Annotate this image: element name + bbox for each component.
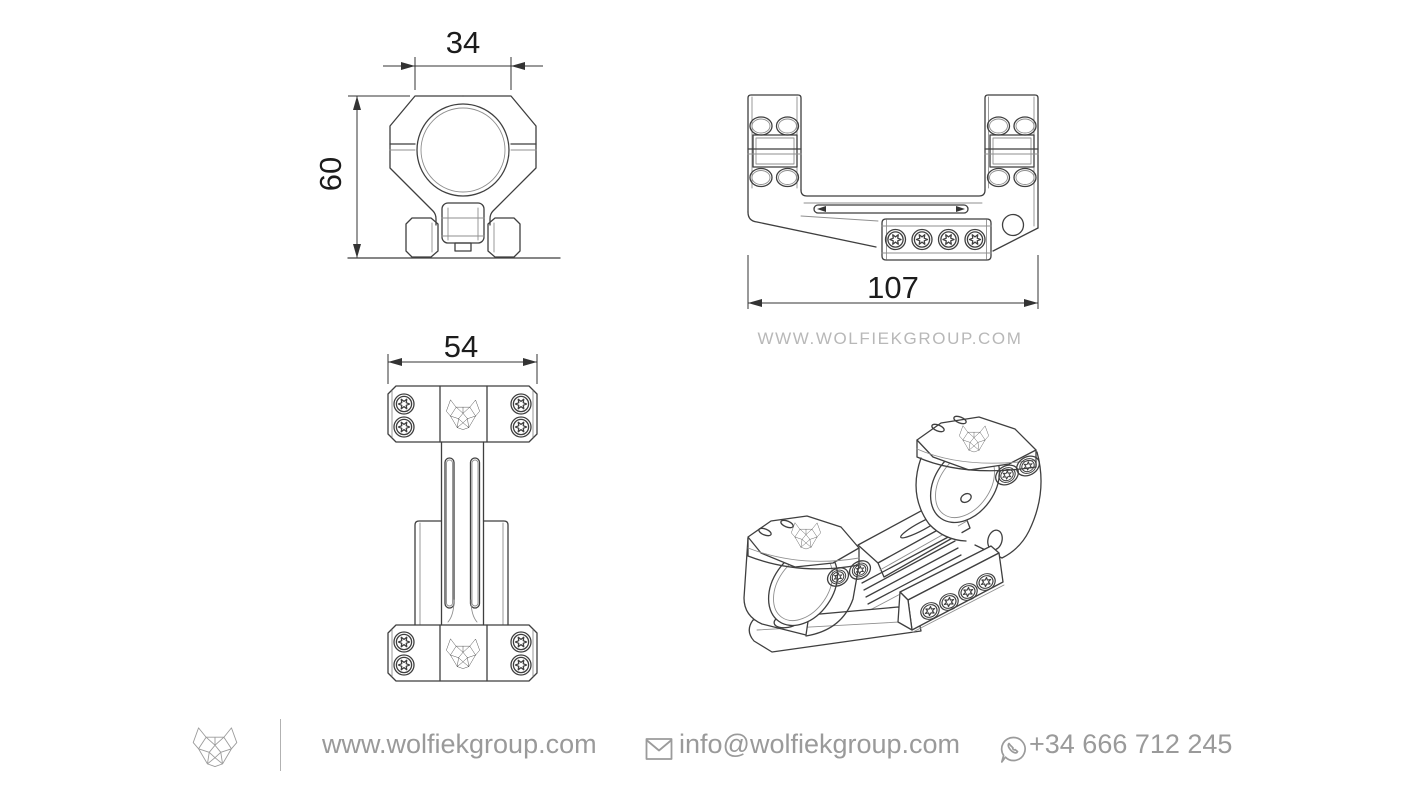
side-base	[747, 189, 1039, 252]
isometric-view	[743, 415, 1042, 653]
footer-divider	[280, 719, 281, 771]
torx-screw-icon	[510, 393, 532, 415]
dimension-top-width: 54	[387, 329, 538, 384]
top-shaft	[440, 441, 485, 626]
dim-value-107: 107	[867, 270, 919, 305]
dimension-side-length: 107	[747, 255, 1039, 309]
torx-screw-icon	[510, 416, 532, 438]
wolf-logo-icon	[446, 399, 480, 430]
torx-screw-icon	[393, 654, 415, 676]
footer-phone: +34 666 712 245	[1029, 729, 1233, 759]
wolf-logo-icon	[192, 727, 238, 767]
iso-front-ring	[743, 515, 872, 637]
torx-screw-icon	[393, 416, 415, 438]
iso-clamp-block	[897, 545, 1005, 633]
watermark-text: WWW.WOLFIEKGROUP.COM	[757, 329, 1023, 348]
front-view: 34 60	[313, 25, 561, 259]
iso-rear-ring	[915, 415, 1042, 559]
torx-screw-icon	[510, 654, 532, 676]
front-clamp	[347, 202, 561, 259]
torx-screw-icon	[510, 631, 532, 653]
torx-screw-icon	[849, 559, 871, 581]
side-clamp-block	[881, 218, 992, 261]
torx-screw-icon	[393, 393, 415, 415]
whatsapp-icon	[1000, 736, 1026, 763]
side-view: 107	[747, 94, 1039, 309]
footer-website: www.wolfiekgroup.com	[322, 729, 597, 759]
drawing-views: 34 60	[313, 25, 1042, 682]
dim-value-34: 34	[446, 25, 480, 60]
side-left-tower	[747, 94, 802, 213]
top-base-plates	[414, 520, 509, 626]
footer-email: info@wolfiekgroup.com	[679, 729, 961, 759]
side-right-tower	[984, 94, 1039, 229]
top-cap-upper	[387, 385, 538, 443]
dim-value-60: 60	[313, 157, 348, 191]
dim-value-54: 54	[444, 329, 478, 364]
envelope-icon	[645, 738, 673, 760]
top-view: 54	[387, 329, 538, 682]
dimension-front-width: 34	[383, 25, 543, 90]
wolf-logo-icon	[446, 638, 480, 669]
dimension-front-height: 60	[313, 95, 410, 258]
front-ring-body	[389, 95, 537, 226]
top-cap-lower	[387, 624, 538, 682]
torx-screw-icon	[393, 631, 415, 653]
